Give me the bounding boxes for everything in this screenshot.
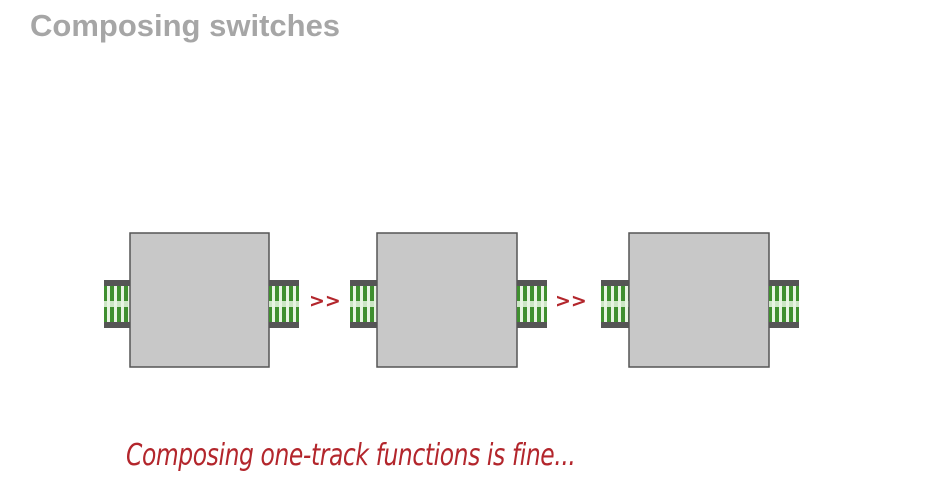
function-box-2 bbox=[350, 233, 547, 367]
output-track-1 bbox=[269, 280, 299, 328]
caption: Composing one-track functions is fine... bbox=[126, 438, 575, 473]
compose-operator-2: >> bbox=[555, 290, 587, 312]
input-track-2 bbox=[350, 280, 380, 328]
function-box-1 bbox=[104, 233, 299, 367]
function-box-3 bbox=[601, 233, 799, 367]
output-track-3 bbox=[769, 280, 799, 328]
compose-operator-1: >> bbox=[309, 290, 341, 312]
output-track-2 bbox=[517, 280, 547, 328]
input-track-3 bbox=[601, 280, 631, 328]
